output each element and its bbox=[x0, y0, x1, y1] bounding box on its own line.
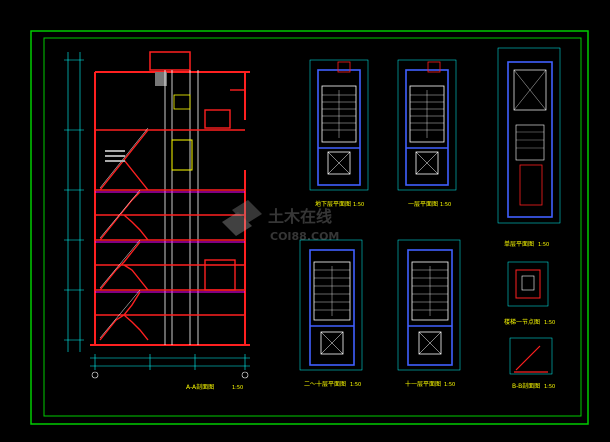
basement-plan-drawing bbox=[309, 59, 369, 191]
watermark-brand-en: COI88.COM bbox=[270, 230, 339, 243]
caption-basement-plan: 地下层平面图 bbox=[315, 200, 351, 208]
floor1-plan-drawing bbox=[397, 59, 457, 191]
stair-detail-drawing bbox=[507, 261, 549, 307]
scale-stair-detail: 1:50 bbox=[544, 320, 555, 326]
scale-floor2-plan: 1:50 bbox=[350, 382, 361, 388]
roof-plan-drawing bbox=[497, 47, 561, 224]
caption-floor1-plan: 一层平面图 bbox=[408, 201, 438, 208]
scale-section-aa: 1:50 bbox=[232, 385, 243, 391]
section-bb-drawing bbox=[509, 337, 553, 375]
floor2-plan-drawing bbox=[299, 239, 363, 371]
outer-frame bbox=[30, 30, 589, 425]
watermark-logo-icon bbox=[222, 200, 262, 236]
scale-section-bb: 1:50 bbox=[544, 384, 555, 390]
caption-stair-detail: 楼梯一节点图 bbox=[504, 318, 540, 326]
scale-roof-plan: 1:50 bbox=[538, 242, 549, 248]
watermark: 土木在线 COI88.COM bbox=[222, 200, 339, 243]
section-aa-drawing bbox=[64, 51, 250, 379]
caption-roof-plan: 单层平面图 bbox=[504, 240, 534, 248]
caption-floor2-plan: 二～十层平面图 bbox=[304, 380, 346, 388]
scale-floor1-plan: 1:50 bbox=[440, 202, 451, 208]
floor11-plan-drawing bbox=[397, 239, 461, 371]
inner-frame bbox=[43, 37, 582, 417]
caption-section-aa: A-A剖面图 bbox=[186, 383, 214, 391]
scale-basement-plan: 1:50 bbox=[353, 202, 364, 208]
caption-section-bb: B-B剖面图 bbox=[512, 382, 540, 390]
watermark-brand-cn: 土木在线 bbox=[268, 207, 332, 226]
caption-floor11-plan: 十一层平面图 bbox=[405, 380, 441, 388]
scale-floor11-plan: 1:50 bbox=[444, 382, 455, 388]
